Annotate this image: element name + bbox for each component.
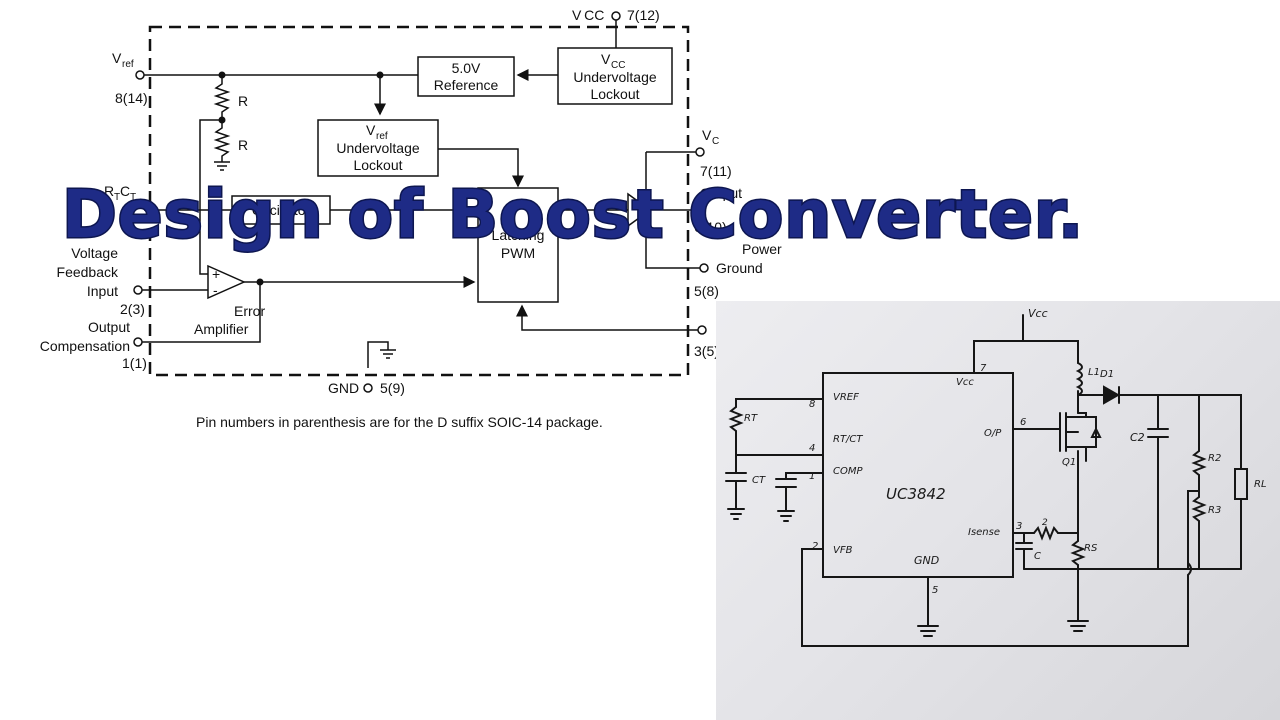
svg-text:T: T xyxy=(130,192,136,203)
svg-text:7: 7 xyxy=(980,363,987,374)
svg-text:O/P: O/P xyxy=(984,428,1002,439)
svg-text:R3: R3 xyxy=(1208,505,1221,516)
svg-text:Lockout: Lockout xyxy=(353,157,402,173)
svg-text:Ground: Ground xyxy=(716,260,763,276)
svg-text:VREF: VREF xyxy=(833,392,859,403)
vcc-label: V CC xyxy=(572,7,604,23)
video-title-overlay: Design of Boost Converter. xyxy=(61,175,1085,255)
footnote: Pin numbers in parenthesis are for the D… xyxy=(196,414,603,430)
svg-text:GND: GND xyxy=(914,554,939,567)
svg-text:T: T xyxy=(114,192,120,203)
svg-text:8: 8 xyxy=(809,399,815,410)
svg-text:Feedback: Feedback xyxy=(57,264,119,280)
svg-text:C: C xyxy=(1034,551,1041,562)
svg-text:1(1): 1(1) xyxy=(122,355,147,371)
svg-text:Undervoltage: Undervoltage xyxy=(573,69,656,85)
ic-name: UC3842 xyxy=(886,485,946,503)
svg-text:Undervoltage: Undervoltage xyxy=(336,140,419,156)
svg-text:Q1: Q1 xyxy=(1062,457,1076,468)
svg-text:R: R xyxy=(238,93,248,109)
svg-text:Vcc: Vcc xyxy=(956,377,974,388)
svg-text:C: C xyxy=(120,183,130,199)
svg-text:5(9): 5(9) xyxy=(380,380,405,396)
svg-text:Compensation: Compensation xyxy=(40,338,130,354)
svg-text:8(14): 8(14) xyxy=(115,90,148,106)
svg-text:L1: L1 xyxy=(1088,367,1100,378)
svg-text:4: 4 xyxy=(809,443,815,454)
svg-text:Latching: Latching xyxy=(492,227,545,243)
svg-text:5: 5 xyxy=(932,585,938,596)
oscillator-box xyxy=(231,195,331,225)
svg-text:ref: ref xyxy=(122,59,134,70)
svg-text:Isense: Isense xyxy=(968,527,1000,538)
svg-text:Output: Output xyxy=(88,319,130,335)
svg-text:2: 2 xyxy=(1042,518,1048,528)
svg-text:R: R xyxy=(104,183,114,199)
chip-outline xyxy=(148,25,690,377)
svg-text:R: R xyxy=(238,137,248,153)
svg-text:5(8): 5(8) xyxy=(694,283,719,299)
svg-text:RT: RT xyxy=(744,413,758,424)
svg-text:1: 1 xyxy=(809,471,815,482)
vcc-pin-num: 7(12) xyxy=(627,7,660,23)
reference-box xyxy=(417,56,515,97)
svg-text:Amplifier: Amplifier xyxy=(194,321,249,337)
svg-text:C2: C2 xyxy=(1130,431,1145,444)
svg-text:VFB: VFB xyxy=(833,545,853,556)
svg-text:Oscillator: Oscillator xyxy=(252,202,311,218)
svg-text:COMP: COMP xyxy=(833,466,863,477)
svg-text:Output: Output xyxy=(700,185,742,201)
svg-text:RL: RL xyxy=(1254,479,1267,490)
svg-text:2: 2 xyxy=(812,541,818,552)
svg-text:Power: Power xyxy=(742,241,782,257)
svg-text:R2: R2 xyxy=(1208,453,1221,464)
svg-text:2(3): 2(3) xyxy=(120,301,145,317)
svg-text:7(11): 7(11) xyxy=(700,163,732,179)
svg-text:5.0V: 5.0V xyxy=(452,60,481,76)
svg-text:PWM: PWM xyxy=(501,245,535,261)
pwm-box xyxy=(477,187,559,303)
svg-text:Error: Error xyxy=(234,303,265,319)
svg-text:C: C xyxy=(712,136,719,147)
svg-text:Reference: Reference xyxy=(434,77,499,93)
svg-text:+: + xyxy=(212,266,220,282)
svg-text:RT/CT: RT/CT xyxy=(833,434,863,445)
svg-text:GND: GND xyxy=(328,380,359,396)
svg-text:3: 3 xyxy=(1016,521,1022,532)
svg-text:V: V xyxy=(601,51,611,67)
svg-text:Voltage: Voltage xyxy=(71,245,118,261)
vcc-uvlo-box xyxy=(557,47,673,105)
svg-text:D1: D1 xyxy=(1100,369,1114,380)
svg-text:RS: RS xyxy=(1084,543,1098,554)
svg-text:Input: Input xyxy=(87,283,118,299)
hand-schematic: Vcc UC3842 VREF RT/CT COMP VFB Vcc O/P I… xyxy=(725,307,1267,647)
vref-uvlo-box xyxy=(317,119,439,177)
svg-text:6: 6 xyxy=(1020,417,1026,428)
svg-text:3(5): 3(5) xyxy=(694,343,719,359)
svg-text:-: - xyxy=(213,282,218,298)
vref-label: V xyxy=(112,50,122,66)
svg-text:Vcc: Vcc xyxy=(1028,307,1048,320)
svg-text:CT: CT xyxy=(752,475,766,486)
svg-text:Lockout: Lockout xyxy=(590,86,639,102)
schematic-photo: Vcc UC3842 VREF RT/CT COMP VFB Vcc O/P I… xyxy=(716,301,1280,720)
svg-text:6(10): 6(10) xyxy=(694,219,727,235)
svg-text:V: V xyxy=(366,122,376,138)
svg-text:CC: CC xyxy=(611,60,625,71)
svg-text:V: V xyxy=(702,127,712,143)
svg-text:ref: ref xyxy=(376,131,388,142)
